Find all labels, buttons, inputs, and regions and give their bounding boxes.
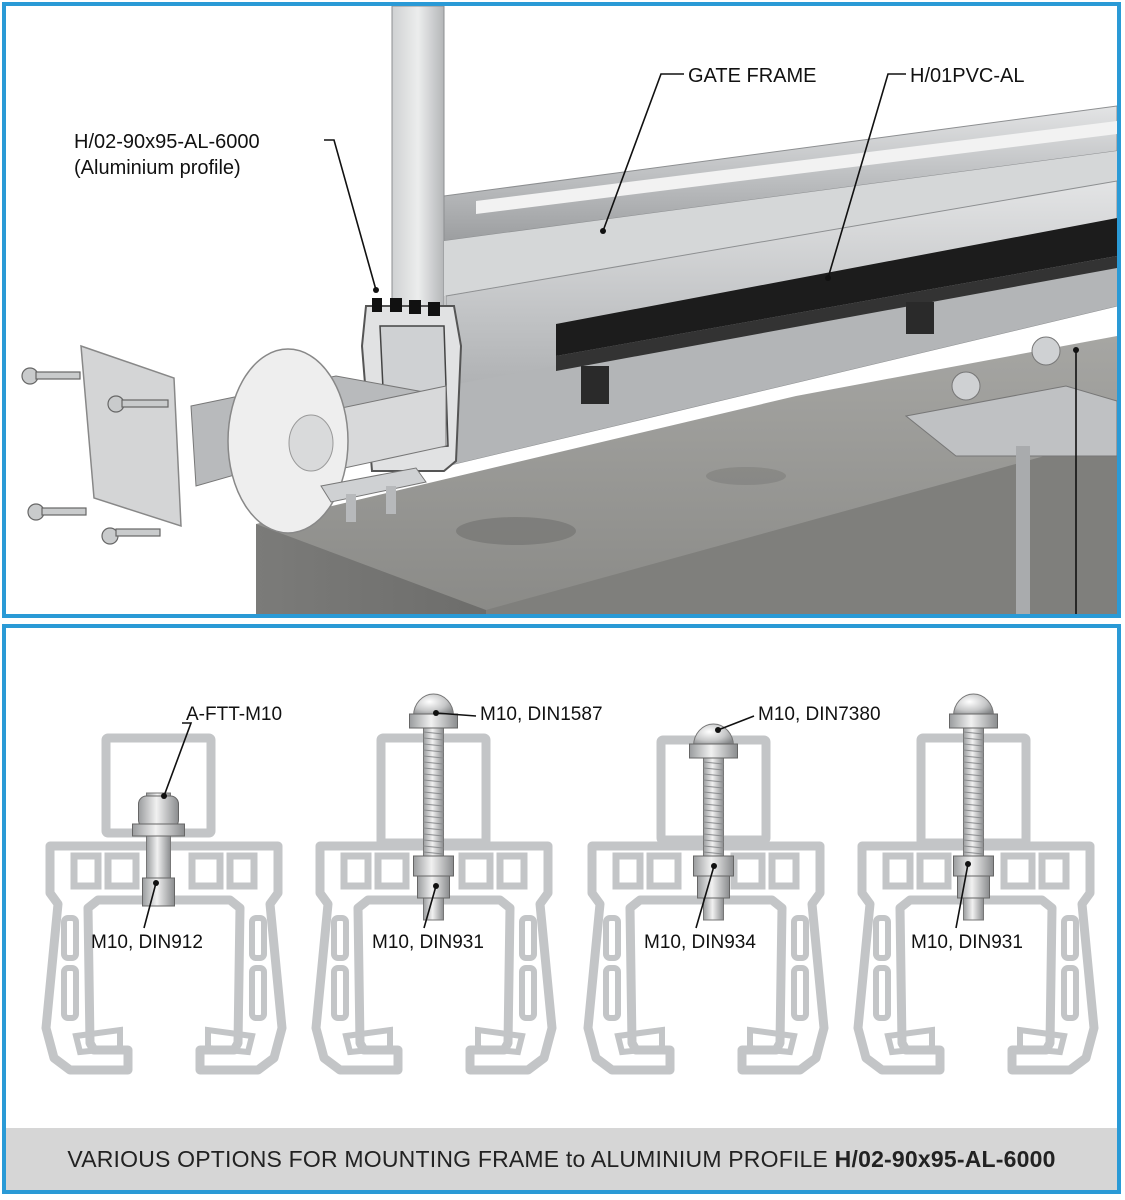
concrete-foundation (256, 336, 1117, 614)
gear-rack (556, 218, 1117, 404)
bottom-leader-line (423, 885, 437, 929)
bolt-plate (320, 467, 427, 522)
rack-label: H/01PVC-AL (910, 65, 1025, 87)
gate-frame-label: GATE FRAME (688, 65, 817, 87)
top-part-label: M10, DIN7380 (758, 704, 881, 725)
bottom-leader-line (695, 865, 715, 929)
profile-code-label: H/02-90x95-AL-6000 (74, 131, 260, 153)
bottom-part-label: M10, DIN931 (372, 932, 484, 953)
assembly-illustration: GATE FRAME H/01PVC-AL H/02-90x95-AL-6000… (21, 6, 1117, 614)
bottom-part-label: M10, DIN912 (91, 932, 203, 953)
support-bracket (904, 336, 1117, 614)
assembly-view-panel: GATE FRAME H/01PVC-AL H/02-90x95-AL-6000… (2, 2, 1121, 618)
bolt-assembly (409, 693, 458, 921)
bolt-assembly (132, 792, 185, 907)
leader-lines (324, 73, 1077, 614)
wheel-carriage (190, 348, 447, 534)
bottom-leader-line (143, 882, 157, 929)
top-leader-line (717, 715, 755, 731)
screw-icon (21, 367, 169, 545)
bottom-part-label: M10, DIN934 (644, 932, 756, 953)
caption-text: VARIOUS OPTIONS FOR MOUNTING FRAME to AL… (67, 1146, 1055, 1173)
caption-bold-code: H/02-90x95-AL-6000 (834, 1145, 1056, 1172)
top-leader-line (163, 722, 193, 797)
top-part-label: A-FTT-M10 (186, 704, 282, 725)
profile-name-label: (Aluminium profile) (74, 157, 241, 179)
caption-bar: VARIOUS OPTIONS FOR MOUNTING FRAME to AL… (6, 1128, 1117, 1190)
bottom-part-label: M10, DIN931 (911, 932, 1023, 953)
bolt-assembly (689, 723, 738, 921)
bottom-leader-line (955, 863, 969, 929)
top-leader-line (435, 712, 477, 717)
top-part-label: M10, DIN1587 (480, 704, 603, 725)
mounting-option-4: M10, DIN931 (858, 693, 1094, 1070)
caption-main: VARIOUS OPTIONS FOR MOUNTING FRAME to AL… (67, 1145, 835, 1172)
bolt-assembly (949, 693, 998, 921)
end-cap-plate (80, 344, 182, 528)
